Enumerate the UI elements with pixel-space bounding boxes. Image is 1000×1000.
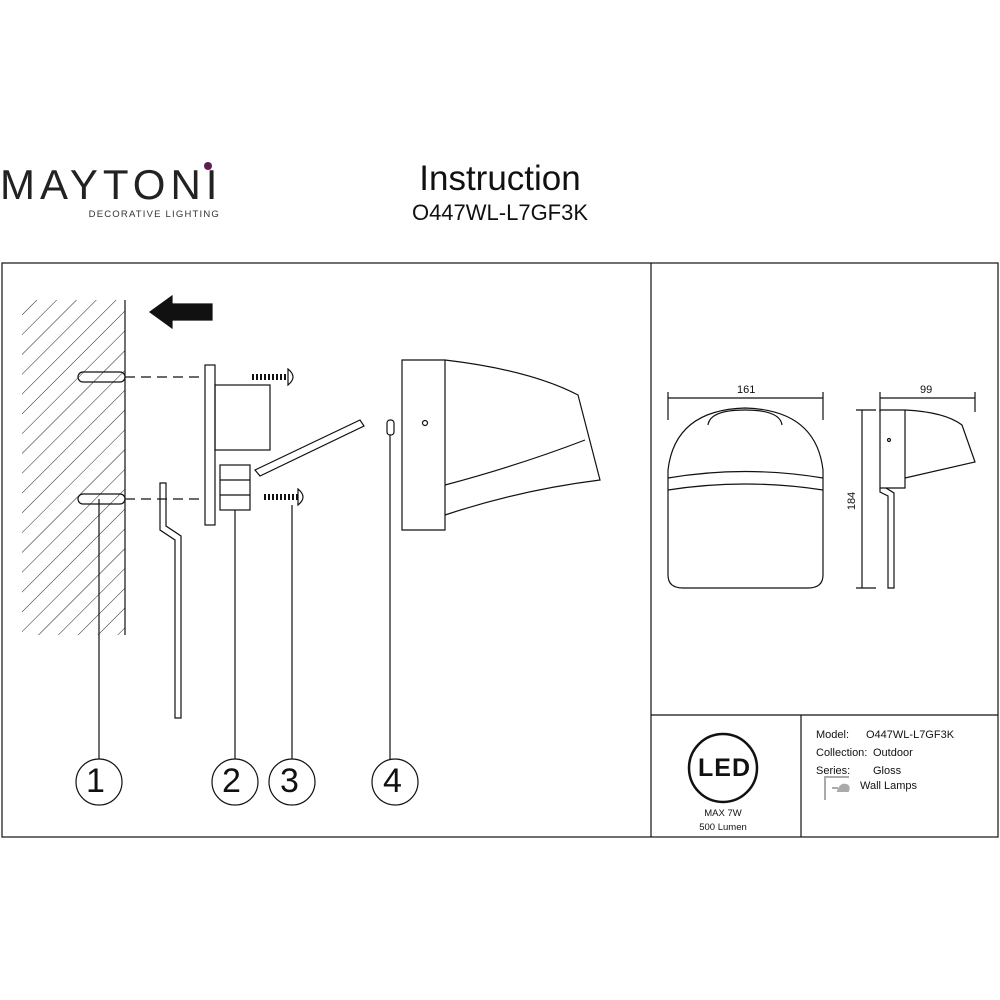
lumen-output: 500 Lumen — [699, 822, 747, 833]
direction-arrow-icon — [148, 294, 213, 330]
dimension-depth: 99 — [920, 384, 933, 396]
model-code: O447WL-L7GF3K — [411, 200, 589, 225]
callout-4: 4 — [383, 762, 402, 800]
frame — [1, 262, 999, 838]
callout-circle — [371, 758, 419, 806]
logo-dot — [204, 162, 212, 170]
dimension-width: 161 — [737, 384, 756, 396]
lamp-body — [401, 359, 601, 531]
callout-circle — [268, 758, 316, 806]
callout-2: 2 — [222, 762, 241, 800]
brand-tagline: DECORATIVE LIGHTING — [88, 209, 220, 220]
front-view — [667, 392, 824, 589]
spec-model-label: Model: — [816, 729, 850, 741]
dimension-height: 184 — [846, 491, 859, 511]
junction-box — [214, 384, 271, 451]
callout-circle — [211, 758, 259, 806]
document-title: Instruction O447WL-L7GF3K — [380, 160, 620, 226]
wall-hatch — [22, 300, 125, 635]
mounting-bracket — [159, 482, 182, 719]
spec-model-value: O447WL-L7GF3K — [866, 729, 955, 741]
max-power: MAX 7W — [704, 808, 742, 819]
lamp-screw-hole — [421, 419, 429, 427]
brand-logo: MAYTONI DECORATIVE LIGHTING — [0, 161, 223, 221]
set-screw — [386, 419, 395, 436]
spec-series-label: Series: — [816, 765, 851, 777]
spec-collection-value: Outdoor — [873, 747, 913, 759]
side-view — [856, 392, 976, 589]
screw — [264, 487, 304, 507]
mounting-plate — [204, 364, 216, 526]
spec-type-value: Wall Lamps — [860, 780, 918, 792]
terminal-block — [219, 464, 251, 511]
callout-circle — [75, 758, 123, 806]
brand-name: MAYTONI — [0, 161, 223, 208]
cable — [254, 419, 365, 477]
spec-series-value: Gloss — [873, 765, 902, 777]
led-label: LED — [698, 754, 751, 782]
callout-1: 1 — [86, 762, 105, 800]
screw — [252, 367, 294, 387]
callout-3: 3 — [280, 762, 299, 800]
spec-collection-label: Collection: — [816, 747, 868, 759]
led-badge-icon — [687, 732, 759, 804]
title-text: Instruction — [419, 159, 581, 198]
wall-lamp-icon — [824, 776, 850, 800]
